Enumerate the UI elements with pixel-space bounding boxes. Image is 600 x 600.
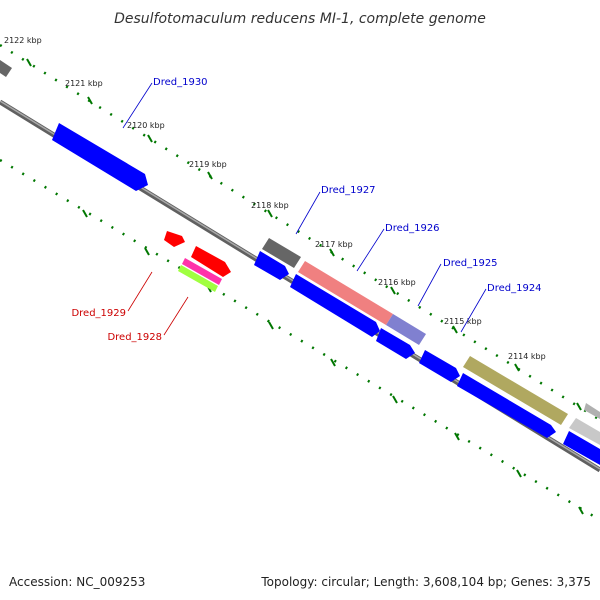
outer-major-ticks <box>26 58 582 411</box>
feature-magenta <box>182 258 222 285</box>
scale-label: 2114 kbp <box>508 352 546 361</box>
gene-label-dred-1927: Dred_1927 <box>321 185 376 196</box>
feature-red <box>191 246 231 277</box>
scale-label: 2118 kbp <box>251 201 289 210</box>
cds-forward <box>290 274 380 337</box>
gene-label-dred-1924: Dred_1924 <box>487 283 542 294</box>
feature-red-small <box>164 231 185 247</box>
scale-label: 2119 kbp <box>189 160 227 169</box>
map-title: Desulfotomaculum reducens MI-1, complete… <box>114 11 486 27</box>
cds-forward <box>419 350 460 382</box>
cds-forward <box>563 431 600 465</box>
scale-label: 2117 kbp <box>315 240 353 249</box>
label-leaders <box>122 82 487 336</box>
feature-salmon <box>298 261 393 325</box>
gene-label-dred-1928: Dred_1928 <box>107 332 162 343</box>
gene-label-dred-1925: Dred_1925 <box>443 258 498 269</box>
gene-label-dred-1929: Dred_1929 <box>71 308 126 319</box>
scale-label: 2120 kbp <box>127 121 165 130</box>
feature-light-gray <box>569 418 600 445</box>
feature-gray-small <box>584 403 600 419</box>
scale-label: 2121 kbp <box>65 79 103 88</box>
cds-forward <box>457 373 556 438</box>
gene-label-dred-1926: Dred_1926 <box>385 223 440 234</box>
outer-scale-ring <box>0 43 600 422</box>
feature-olive <box>463 356 568 425</box>
feature-lavender <box>386 314 426 345</box>
feature-lime <box>178 265 218 292</box>
accession-text: Accession: NC_009253 <box>9 575 145 589</box>
gene-label-dred-1930: Dred_1930 <box>153 77 208 88</box>
genome-summary-text: Topology: circular; Length: 3,608,104 bp… <box>260 575 591 589</box>
feature-gray-top-left <box>0 60 12 77</box>
scale-label: 2116 kbp <box>378 278 416 287</box>
feature-gray <box>262 238 301 268</box>
cds-dred-1930 <box>52 123 148 191</box>
cds-forward <box>376 328 415 359</box>
scale-label: 2115 kbp <box>444 317 482 326</box>
cds-forward <box>254 251 289 280</box>
scale-label: 2122 kbp <box>4 36 42 45</box>
inner-scale-ring <box>0 158 600 522</box>
